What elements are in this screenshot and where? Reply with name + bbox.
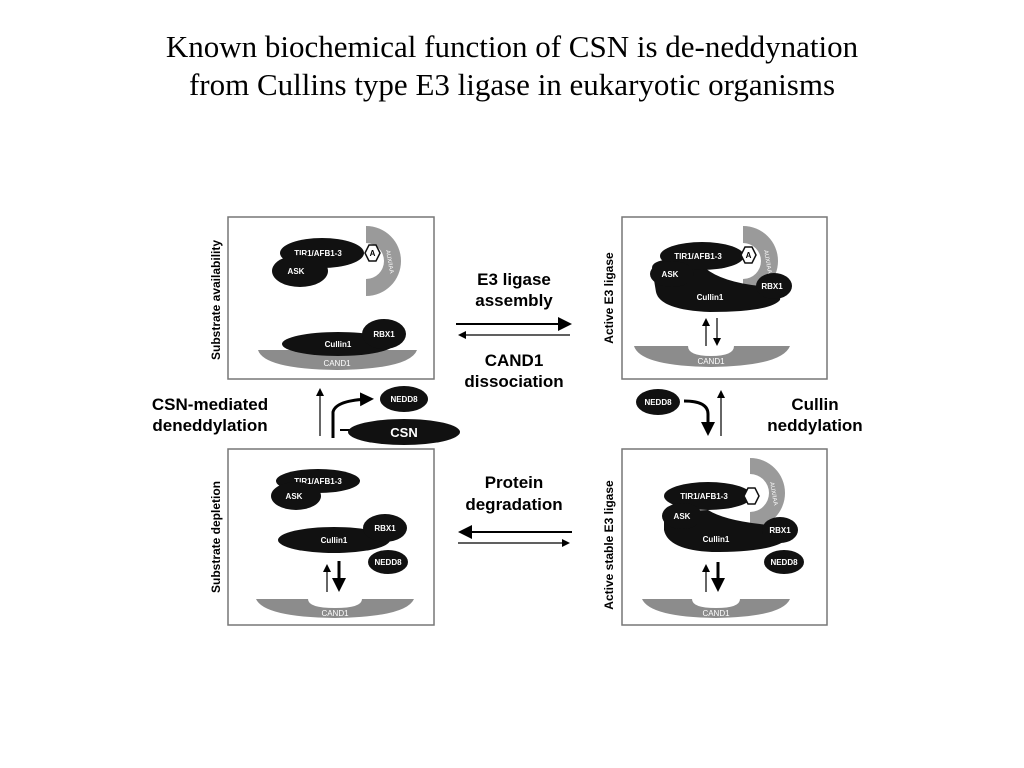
cullin1-protein — [278, 527, 390, 553]
ask-protein — [662, 503, 702, 529]
rbx1-label: RBX1 — [769, 526, 791, 535]
tir1-afb-label: TIR1/AFB1-3 — [294, 477, 342, 486]
cand1-label: CAND1 — [702, 609, 730, 618]
cand1-shape — [256, 599, 414, 618]
auxin-label: A — [746, 251, 752, 260]
ask-protein — [271, 482, 321, 510]
neddylation-label-line1: Cullin — [791, 395, 838, 414]
aux-iaa-shape — [750, 458, 785, 528]
tir1-afb-label: TIR1/AFB1-3 — [294, 249, 342, 258]
title-line-1: Known biochemical function of CSN is de-… — [165, 29, 859, 64]
cand1-shape — [634, 346, 790, 367]
csn-complex — [348, 419, 460, 445]
aux-iaa-label: AUX/IAA — [384, 250, 394, 274]
panel-active-stable-e3-ligase: Active stable E3 ligase AUX/IAA TIR1/AFB… — [602, 448, 828, 626]
nedd8-label: NEDD8 — [770, 558, 798, 567]
csn-label-line2: deneddylation — [152, 416, 267, 435]
aux-iaa-label: AUX/IAA — [762, 250, 772, 274]
tir1-afb-label: TIR1/AFB1-3 — [680, 492, 728, 501]
transition-csn-deneddylation: CSN-mediated deneddylation NEDD8 CSN — [152, 386, 460, 445]
cullin1-label: Cullin1 — [697, 293, 724, 302]
aux-iaa-shape — [366, 226, 401, 296]
cand1-label: CAND1 — [321, 609, 349, 618]
csn-label-line1: CSN-mediated — [152, 395, 268, 414]
panel-substrate-availability: Substrate availability AUX/IAA TIR1/AFB1… — [209, 216, 435, 380]
tir1-afb-label: TIR1/AFB1-3 — [674, 252, 722, 261]
cand1-label: CAND1 — [697, 357, 725, 366]
slide-title: Known biochemical function of CSN is de-… — [0, 28, 1024, 104]
transition-protein-degradation: Protein degradation — [458, 473, 572, 547]
rbx1-protein — [756, 273, 792, 299]
ask-label: ASK — [288, 267, 305, 276]
cullin1-label: Cullin1 — [321, 536, 348, 545]
cand1-shape — [258, 350, 417, 370]
degradation-label-line1: Protein — [485, 473, 544, 492]
dissociation-label-line2: dissociation — [464, 372, 563, 391]
nedd8-protein — [368, 550, 408, 574]
rbx1-protein — [362, 319, 406, 349]
transition-assembly-dissociation: E3 ligase assembly CAND1 dissociation — [456, 270, 572, 391]
free-nedd8-label: NEDD8 — [390, 395, 418, 404]
ask-protein — [650, 261, 694, 287]
panel-side-label: Active stable E3 ligase — [602, 480, 616, 610]
nedd8-protein — [764, 550, 804, 574]
cullin1-label: Cullin1 — [325, 340, 352, 349]
neddylation-label-line2: neddylation — [767, 416, 862, 435]
cullin1-label: Cullin1 — [703, 535, 730, 544]
free-nedd8-label: NEDD8 — [644, 398, 672, 407]
assembly-label-line2: assembly — [475, 291, 553, 310]
arrow-neddylation-down — [683, 399, 715, 436]
dissociation-label-line1: CAND1 — [485, 351, 544, 370]
nedd8-label: NEDD8 — [374, 558, 402, 567]
free-nedd8-protein — [636, 389, 680, 415]
ask-label: ASK — [286, 492, 303, 501]
degradation-label-line2: degradation — [465, 495, 562, 514]
auxin-label: A — [370, 249, 376, 258]
free-nedd8-protein — [380, 386, 428, 412]
assembly-label-line1: E3 ligase — [477, 270, 551, 289]
csn-label: CSN — [390, 425, 417, 440]
auxin-hexagon — [743, 487, 760, 505]
aux-iaa-label: AUX/IAA — [768, 482, 778, 506]
rbx1-protein — [762, 517, 798, 543]
cand1-shape — [642, 599, 790, 618]
rbx1-label: RBX1 — [373, 330, 395, 339]
rbx1-label: RBX1 — [374, 524, 396, 533]
ask-protein — [272, 255, 328, 287]
panel-side-label: Substrate depletion — [209, 481, 223, 593]
ask-label: ASK — [662, 270, 679, 279]
auxin-hexagon — [740, 246, 757, 264]
panel-side-label: Active E3 ligase — [602, 252, 616, 344]
rbx1-protein — [363, 514, 407, 542]
tir1-afb-protein — [664, 482, 752, 510]
ask-label: ASK — [674, 512, 691, 521]
auxin-hexagon — [364, 244, 381, 262]
panel-side-label: Substrate availability — [209, 240, 223, 360]
cand1-label: CAND1 — [323, 359, 351, 368]
transition-cullin-neddylation: NEDD8 Cullin neddylation — [636, 389, 863, 436]
panel-active-e3-ligase: Active E3 ligase AUX/IAA TIR1/AFB1-3 A A… — [602, 216, 828, 380]
panel-substrate-depletion: Substrate depletion TIR1/AFB1-3 ASK Cull… — [209, 448, 435, 626]
title-line-2: from Cullins type E3 ligase in eukaryoti… — [188, 67, 836, 102]
arrow-release-nedd8 — [331, 392, 374, 438]
rbx1-label: RBX1 — [761, 282, 783, 291]
